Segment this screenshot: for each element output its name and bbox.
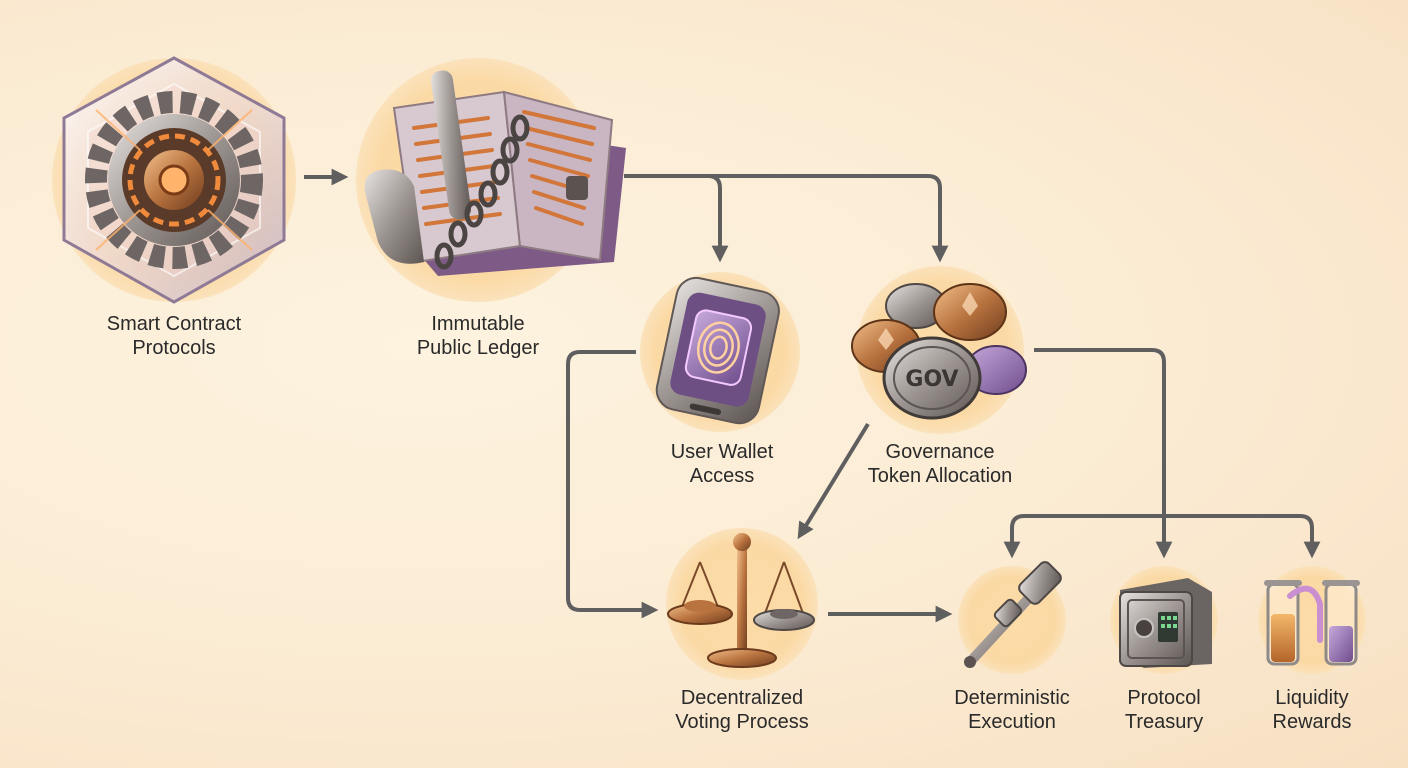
label-voting: Decentralized Voting Process bbox=[675, 687, 809, 733]
node-governance: GOV bbox=[851, 266, 1027, 434]
connectors bbox=[304, 168, 1321, 623]
label-ledger: Immutable Public Ledger bbox=[416, 313, 540, 359]
gear-hexagon-icon bbox=[62, 56, 286, 304]
node-smart-contract bbox=[52, 56, 296, 304]
arrow-ledger-to-governance bbox=[708, 174, 949, 263]
node-ledger bbox=[356, 58, 626, 302]
node-execution bbox=[958, 561, 1066, 674]
scales-icon bbox=[667, 533, 815, 668]
label-smart-contract: Smart Contract Protocols bbox=[106, 313, 242, 359]
gov-coins-icon: GOV bbox=[851, 283, 1027, 420]
coin-label: GOV bbox=[905, 367, 958, 392]
liquid-jars-icon bbox=[1264, 580, 1360, 666]
node-voting bbox=[666, 528, 818, 680]
label-wallet: User Wallet Access bbox=[670, 441, 774, 487]
arrow-governance-to-rewards-trunk bbox=[1034, 348, 1166, 516]
node-wallet bbox=[640, 272, 800, 432]
vault-safe-icon bbox=[1119, 578, 1212, 668]
piston-icon bbox=[964, 561, 1062, 668]
label-execution: Deterministic Execution bbox=[954, 687, 1070, 733]
label-liquidity: Liquidity Rewards bbox=[1272, 687, 1352, 733]
label-treasury: Protocol Treasury bbox=[1124, 687, 1204, 733]
arrow-to-liquidity bbox=[1164, 514, 1321, 559]
arrow-wallet-to-voting bbox=[566, 350, 659, 619]
arrow-ledger-to-wallet bbox=[624, 174, 729, 263]
ledger-book-icon bbox=[364, 70, 626, 276]
phone-fingerprint-icon bbox=[655, 276, 780, 425]
arrow-governance-to-voting bbox=[797, 422, 870, 540]
node-treasury bbox=[1110, 566, 1218, 674]
node-liquidity bbox=[1258, 566, 1366, 674]
arrow-to-execution bbox=[1003, 514, 1164, 559]
label-governance: Governance Token Allocation bbox=[867, 441, 1013, 487]
